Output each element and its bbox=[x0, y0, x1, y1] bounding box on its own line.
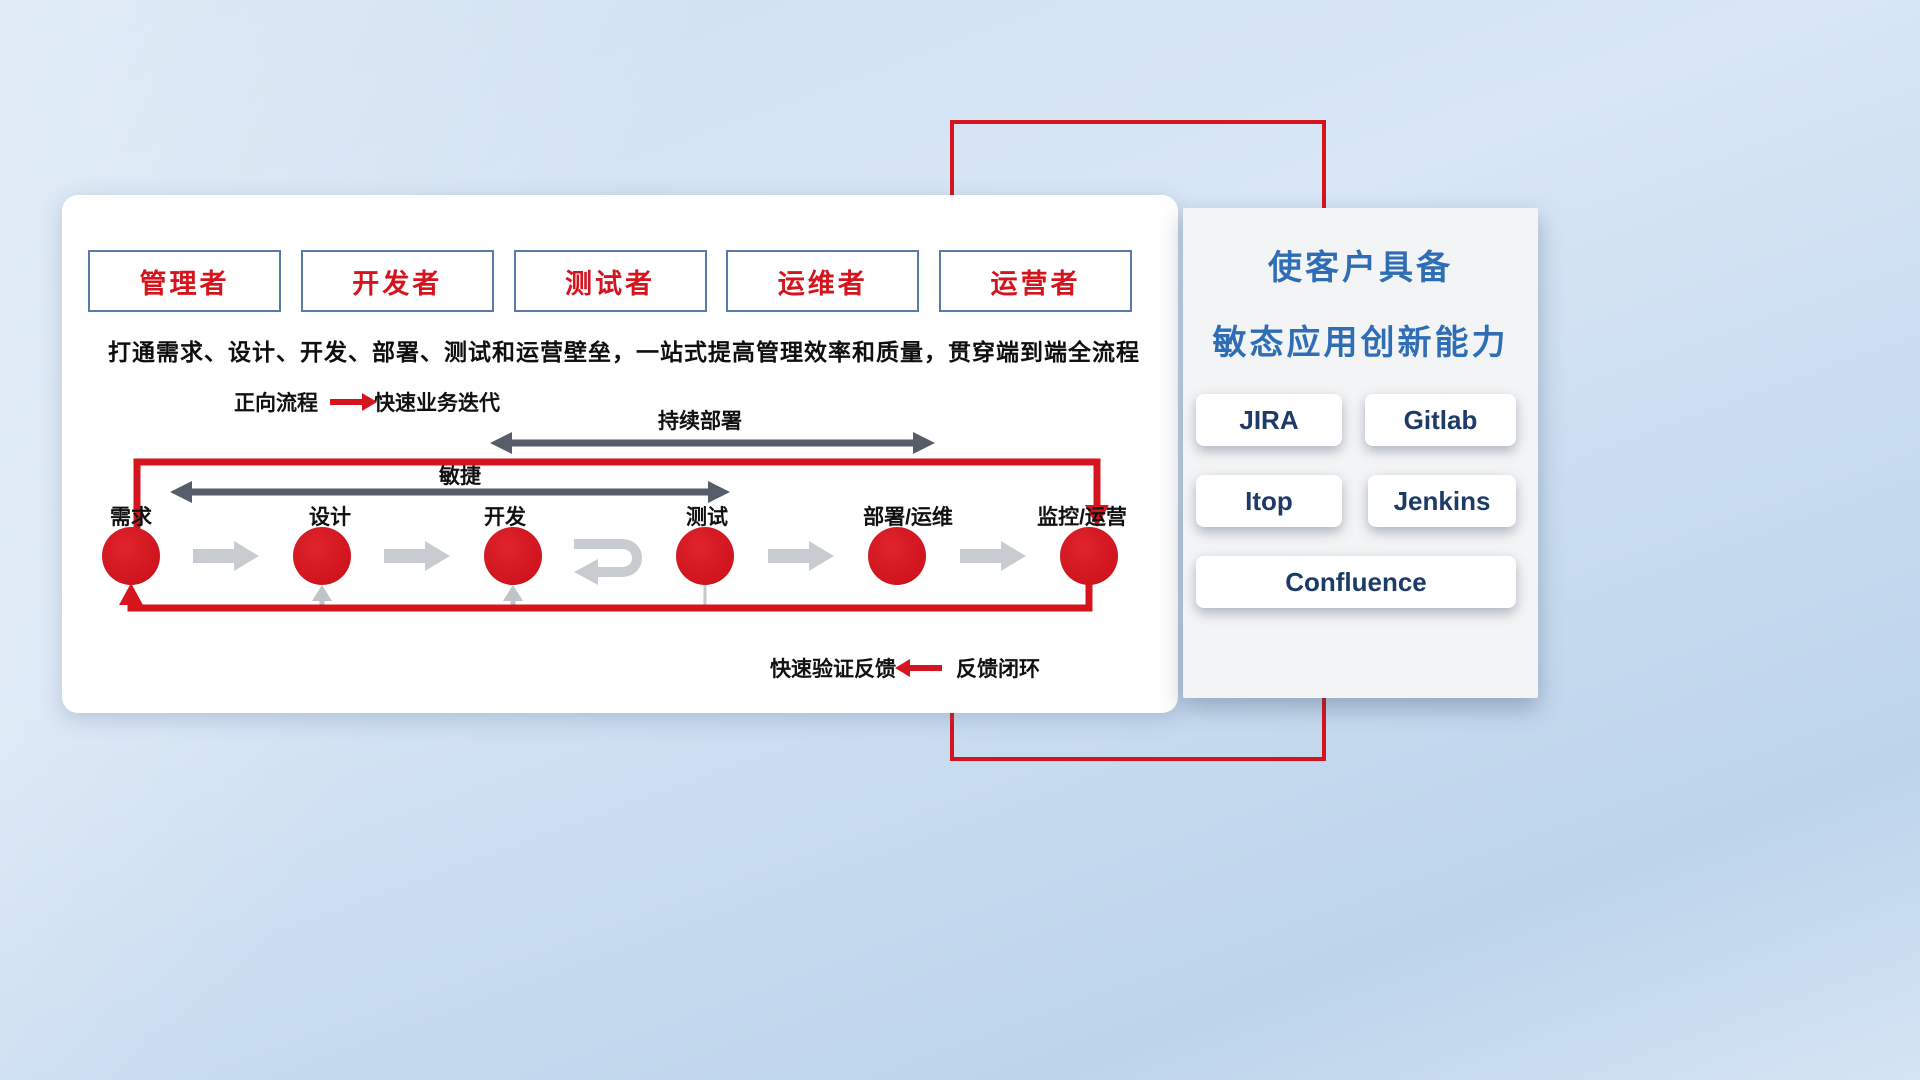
tool-label: JIRA bbox=[1239, 404, 1299, 435]
feedback-legend: 快速验证反馈 反馈闭环 bbox=[770, 653, 1040, 683]
tool-box-jira: JIRA bbox=[1196, 394, 1342, 446]
role-label: 管理者 bbox=[139, 268, 230, 299]
role-box-ops: 运维者 bbox=[726, 250, 920, 312]
flow-node-label: 需求 bbox=[110, 506, 152, 529]
forward-flow-desc: 快速业务迭代 bbox=[374, 392, 500, 415]
capability-title-line2: 敏态应用创新能力 bbox=[1212, 324, 1509, 362]
role-box-operator: 运营者 bbox=[939, 250, 1132, 312]
tool-box-jenkins: Jenkins bbox=[1368, 475, 1516, 527]
flow-node-circle bbox=[868, 527, 926, 585]
feedback-desc: 快速验证反馈 bbox=[770, 658, 896, 681]
capability-panel: 使客户具备 敏态应用创新能力 JIRA Gitlab Itop Jenkins … bbox=[1183, 208, 1538, 698]
role-label: 开发者 bbox=[352, 268, 443, 299]
flow-node-circle bbox=[293, 527, 351, 585]
feedback-label: 反馈闭环 bbox=[956, 658, 1040, 681]
tool-box-gitlab: Gitlab bbox=[1365, 394, 1516, 446]
tool-label: Itop bbox=[1245, 485, 1293, 516]
tool-label: Gitlab bbox=[1403, 404, 1478, 435]
tool-box-itop: Itop bbox=[1196, 475, 1342, 527]
feedback-loop-line bbox=[119, 583, 1093, 612]
feedback-arrow-icon bbox=[895, 659, 942, 677]
role-box-tester: 测试者 bbox=[513, 250, 707, 312]
flow-node-label: 测试 bbox=[686, 506, 728, 529]
continuous-deployment-label: 持续部署 bbox=[658, 410, 742, 433]
capability-title-line1: 使客户具备 bbox=[1268, 249, 1453, 287]
flow-node-label: 部署/运维 bbox=[863, 506, 953, 529]
forward-arrow-icon bbox=[330, 393, 377, 411]
role-box-manager: 管理者 bbox=[88, 250, 281, 312]
flow-arrow-icon bbox=[193, 541, 1026, 571]
flow-node-circle bbox=[1060, 527, 1118, 585]
role-box-developer: 开发者 bbox=[300, 250, 494, 312]
flow-node-label: 设计 bbox=[309, 506, 351, 529]
flow-node-circle bbox=[102, 527, 160, 585]
panel-subtitle: 打通需求、设计、开发、部署、测试和运营壁垒，一站式提高管理效率和质量，贯穿端到端… bbox=[108, 339, 1140, 365]
agile-arrow-icon bbox=[170, 481, 730, 503]
tool-label: Confluence bbox=[1285, 566, 1427, 597]
role-label: 测试者 bbox=[565, 268, 655, 299]
flow-node-label: 开发 bbox=[484, 506, 526, 529]
agile-label: 敏捷 bbox=[439, 465, 481, 488]
flow-node-label: 监控/运营 bbox=[1037, 506, 1127, 529]
forward-loop-line bbox=[133, 458, 1109, 529]
tool-box-confluence: Confluence bbox=[1196, 556, 1516, 608]
role-label: 运维者 bbox=[777, 268, 868, 299]
flow-node-circle bbox=[676, 527, 734, 585]
uturn-arrow-icon bbox=[574, 539, 642, 585]
forward-flow-label: 正向流程 bbox=[234, 392, 318, 415]
tool-label: Jenkins bbox=[1393, 485, 1491, 516]
continuous-deploy-arrow-icon bbox=[490, 432, 935, 454]
flow-diagram-graphics bbox=[119, 432, 1109, 612]
role-boxes-row: 管理者 开发者 测试者 运维者 运营者 bbox=[88, 250, 1132, 312]
role-label: 运营者 bbox=[990, 268, 1081, 299]
devops-flow-panel: 管理者 开发者 测试者 运维者 运营者 打通需求、设计、开发、部署、测试和运营壁… bbox=[62, 195, 1178, 713]
capability-title: 使客户具备 敏态应用创新能力 bbox=[1183, 238, 1538, 388]
forward-flow-legend: 正向流程 快速业务迭代 bbox=[234, 387, 500, 417]
flow-node-circle bbox=[484, 527, 542, 585]
